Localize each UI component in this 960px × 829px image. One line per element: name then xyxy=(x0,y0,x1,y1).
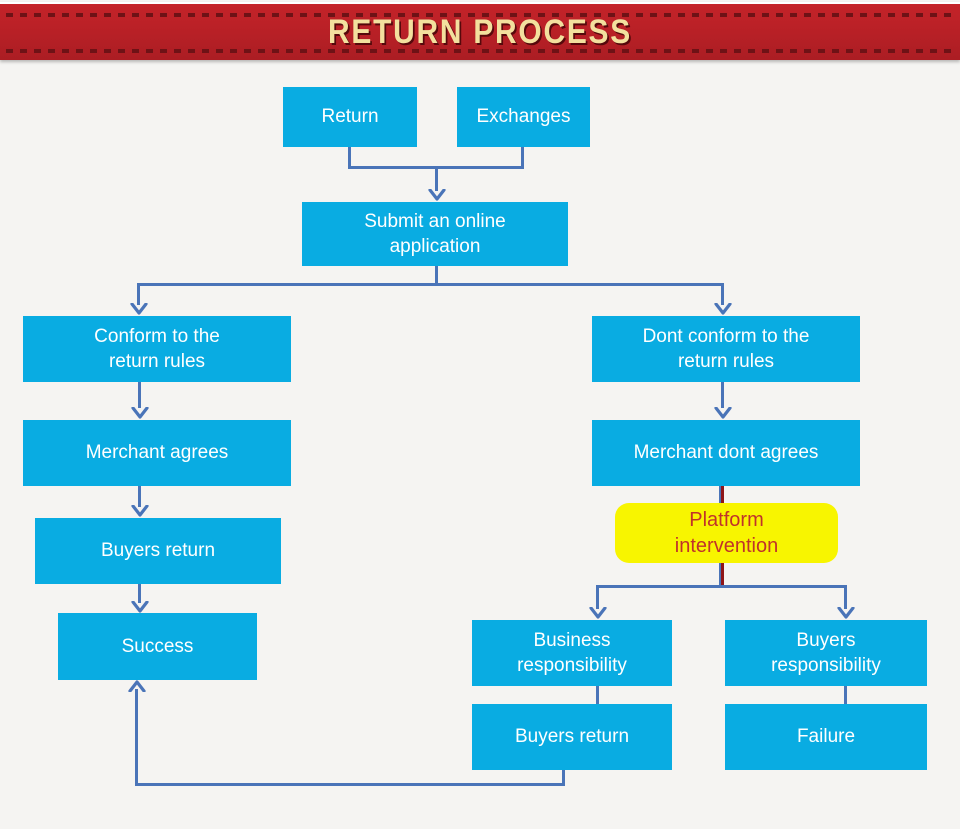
node-business-responsibility: Business responsibility xyxy=(472,620,672,686)
banner-dashed-line-bottom xyxy=(6,49,954,53)
node-failure: Failure xyxy=(725,704,927,770)
header-banner: RETURN PROCESS xyxy=(0,2,960,60)
node-buyers-return-left: Buyers return xyxy=(35,518,281,584)
arrowhead-down-icon xyxy=(589,607,607,619)
arrowhead-down-icon xyxy=(428,189,446,201)
connector-buyers-return-down xyxy=(138,584,141,603)
connector-feedback-stub xyxy=(562,770,565,786)
connector-business-to-return xyxy=(596,686,599,704)
node-conform-rules: Conform to the return rules xyxy=(23,316,291,382)
banner-dashed-line-top xyxy=(6,13,954,17)
connector-to-submit xyxy=(435,166,438,191)
node-platform-intervention: Platform intervention xyxy=(615,503,838,563)
connector-return-stub xyxy=(348,147,351,169)
connector-to-platform xyxy=(719,486,724,503)
connector-feedback-horizontal xyxy=(135,783,565,786)
node-exchanges: Exchanges xyxy=(457,87,590,147)
connector-platform-down xyxy=(719,563,724,587)
arrowhead-down-icon xyxy=(131,505,149,517)
node-merchant-dont-agrees: Merchant dont agrees xyxy=(592,420,860,486)
connector-dont-conform-down xyxy=(721,382,724,408)
node-return: Return xyxy=(283,87,417,147)
node-buyers-responsibility: Buyers responsibility xyxy=(725,620,927,686)
node-merchant-agrees: Merchant agrees xyxy=(23,420,291,486)
connector-submit-stub xyxy=(435,266,438,285)
arrowhead-up-icon xyxy=(128,680,146,692)
connector-merchant-agrees-down xyxy=(138,486,141,507)
node-success: Success xyxy=(58,613,257,680)
page-title: RETURN PROCESS xyxy=(328,12,632,51)
node-submit-application: Submit an online application xyxy=(302,202,568,266)
arrowhead-down-icon xyxy=(130,303,148,315)
arrowhead-down-icon xyxy=(714,407,732,419)
connector-feedback-vertical xyxy=(135,689,138,786)
arrowhead-down-icon xyxy=(714,303,732,315)
connector-business-drop xyxy=(596,585,599,609)
connector-resp-to-failure xyxy=(844,686,847,704)
arrowhead-down-icon xyxy=(131,601,149,613)
connector-buyers-resp-drop xyxy=(844,585,847,609)
node-buyers-return-bottom: Buyers return xyxy=(472,704,672,770)
connector-branch-left-drop xyxy=(137,283,140,305)
connector-responsibility-horizontal xyxy=(596,585,847,588)
connector-conform-down xyxy=(138,382,141,408)
arrowhead-down-icon xyxy=(837,607,855,619)
node-dont-conform-rules: Dont conform to the return rules xyxy=(592,316,860,382)
arrowhead-down-icon xyxy=(131,407,149,419)
connector-branch-right-drop xyxy=(721,283,724,305)
connector-exchanges-stub xyxy=(521,147,524,169)
connector-branch-horizontal xyxy=(137,283,724,286)
